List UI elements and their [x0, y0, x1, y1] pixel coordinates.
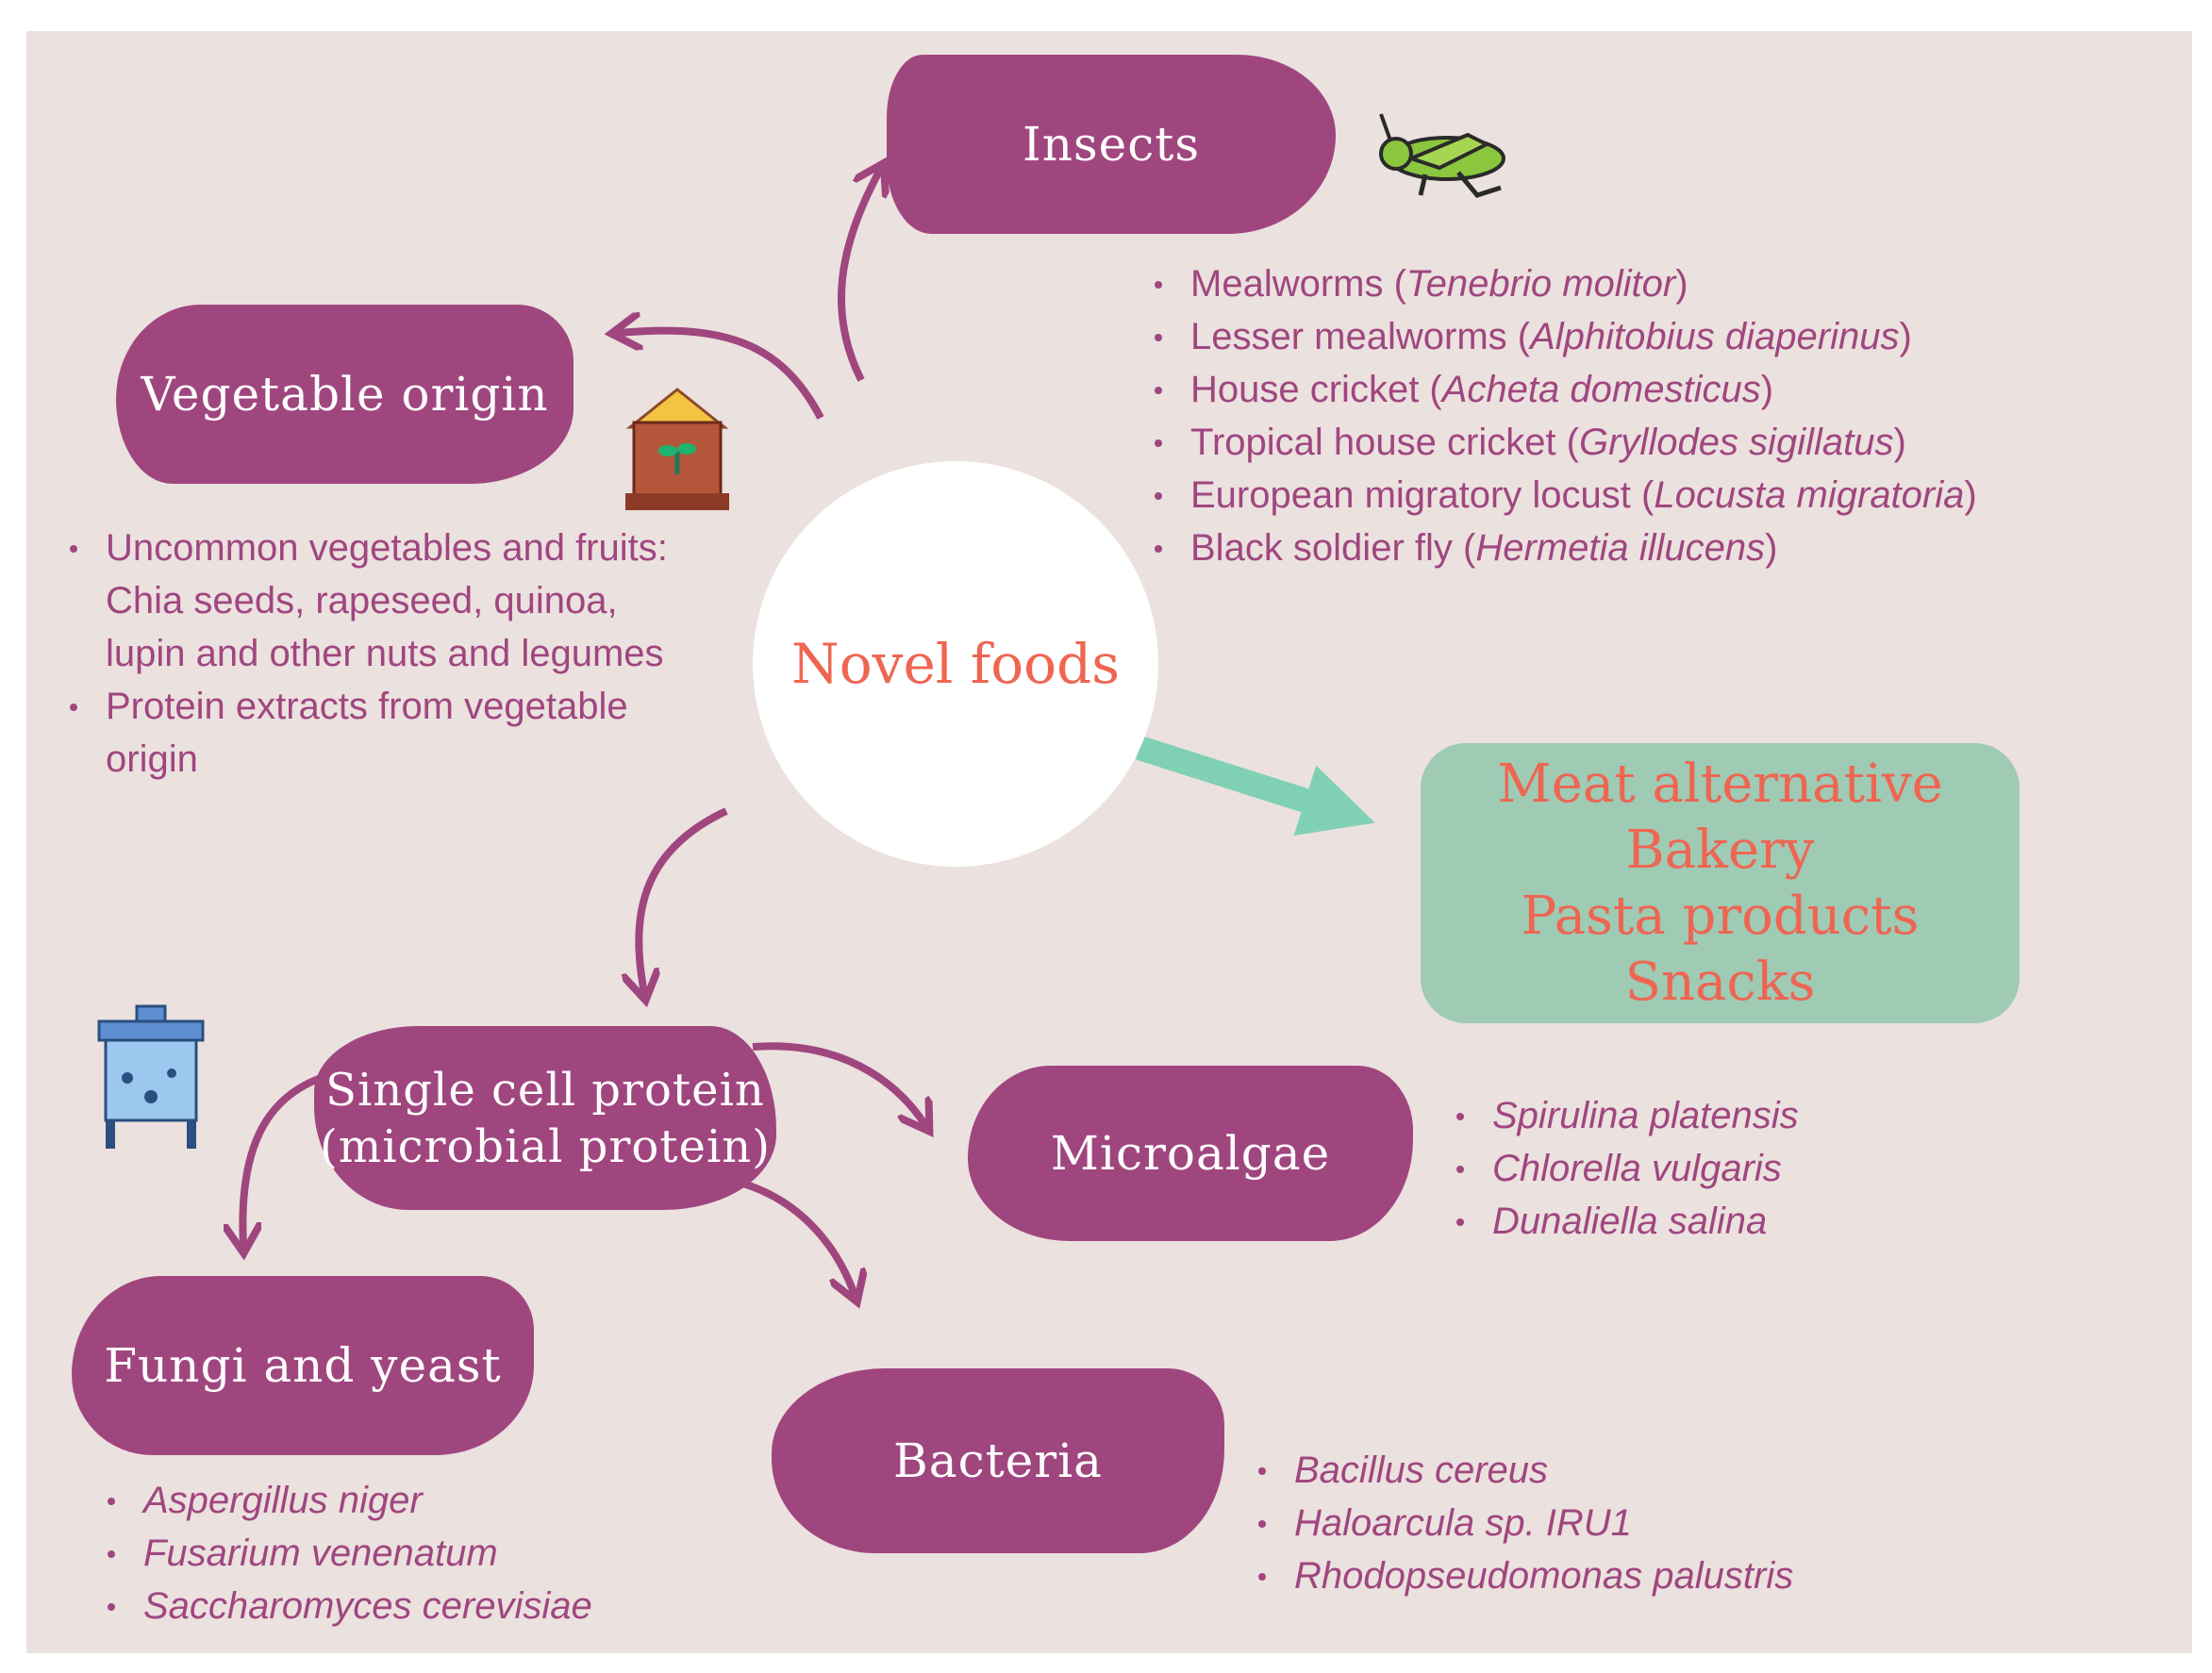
seed-sack-icon	[625, 388, 729, 510]
list-item: Fusarium venenatum	[102, 1527, 724, 1580]
application-item: Meat alternative	[1497, 753, 1943, 815]
list-item: Dunaliella salina	[1451, 1195, 1979, 1248]
bioreactor-icon	[97, 1004, 205, 1149]
list-item: Aspergillus niger	[102, 1474, 724, 1527]
list-item: Mealworms (Tenebrio molitor)	[1149, 257, 2168, 310]
arrow-to-insects	[838, 170, 880, 382]
arrow-to-applications	[1136, 736, 1375, 836]
fungi-yeast-node: Fungi and yeast	[72, 1276, 534, 1455]
arrow-to-bacteria	[728, 1176, 855, 1295]
bacteria-list: Bacillus cereus Haloarcula sp. IRU1 Rhod…	[1253, 1444, 1970, 1602]
arrow-to-microalgae	[752, 1042, 925, 1125]
applications-box: Meat alternative Bakery Pasta products S…	[1421, 743, 2020, 1023]
list-item: Protein extracts from vegetable origin	[64, 680, 687, 786]
microalgae-list: Spirulina platensis Chlorella vulgaris D…	[1451, 1089, 1979, 1248]
application-item: Bakery	[1625, 819, 1815, 881]
list-item: Haloarcula sp. IRU1	[1253, 1497, 1970, 1549]
insects-label: Insects	[1023, 116, 1200, 172]
fungi-yeast-label: Fungi and yeast	[104, 1337, 502, 1393]
insects-list: Mealworms (Tenebrio molitor) Lesser meal…	[1149, 257, 2168, 574]
list-item: Lesser mealworms (Alphitobius diaperinus…	[1149, 310, 2168, 363]
arrow-to-vegetable	[619, 331, 824, 420]
novel-foods-center: Novel foods	[753, 461, 1158, 867]
microalgae-node: Microalgae	[968, 1066, 1413, 1241]
vegetable-origin-node: Vegetable origin	[116, 305, 574, 484]
microalgae-label: Microalgae	[1050, 1125, 1331, 1181]
list-item: Spirulina platensis	[1451, 1089, 1979, 1142]
grasshopper-icon	[1379, 113, 1505, 198]
center-label: Novel foods	[791, 632, 1120, 696]
list-item: Rhodopseudomonas palustris	[1253, 1549, 1970, 1602]
single-cell-label-line2: (microbial protein)	[320, 1119, 771, 1173]
list-item: Black soldier fly (Hermetia illucens)	[1149, 522, 2168, 574]
single-cell-protein-node: Single cell protein (microbial protein)	[314, 1026, 776, 1210]
vegetable-origin-label: Vegetable origin	[141, 366, 549, 422]
vegetable-list: Uncommon vegetables and fruits: Chia see…	[64, 522, 687, 786]
list-item: European migratory locust (Locusta migra…	[1149, 469, 2168, 522]
arrows-layer	[26, 31, 1375, 1653]
single-cell-label-line1: Single cell protein	[325, 1063, 765, 1117]
diagram-canvas: Novel foods Insects Mealworms (Tenebrio …	[26, 31, 2192, 1653]
list-item: Uncommon vegetables and fruits: Chia see…	[64, 522, 687, 680]
list-item: Bacillus cereus	[1253, 1444, 1970, 1497]
application-item: Pasta products	[1521, 885, 1920, 947]
bacteria-label: Bacteria	[893, 1433, 1103, 1488]
arrow-to-single-cell	[639, 807, 728, 993]
application-item: Snacks	[1624, 951, 1816, 1013]
arrow-to-fungi	[242, 1072, 328, 1246]
list-item: Chlorella vulgaris	[1451, 1142, 1979, 1195]
list-item: Saccharomyces cerevisiae	[102, 1580, 724, 1632]
insects-node: Insects	[887, 55, 1336, 234]
list-item: House cricket (Acheta domesticus)	[1149, 363, 2168, 416]
list-item: Tropical house cricket (Gryllodes sigill…	[1149, 416, 2168, 469]
fungi-list: Aspergillus niger Fusarium venenatum Sac…	[102, 1474, 724, 1632]
bacteria-node: Bacteria	[772, 1368, 1224, 1553]
